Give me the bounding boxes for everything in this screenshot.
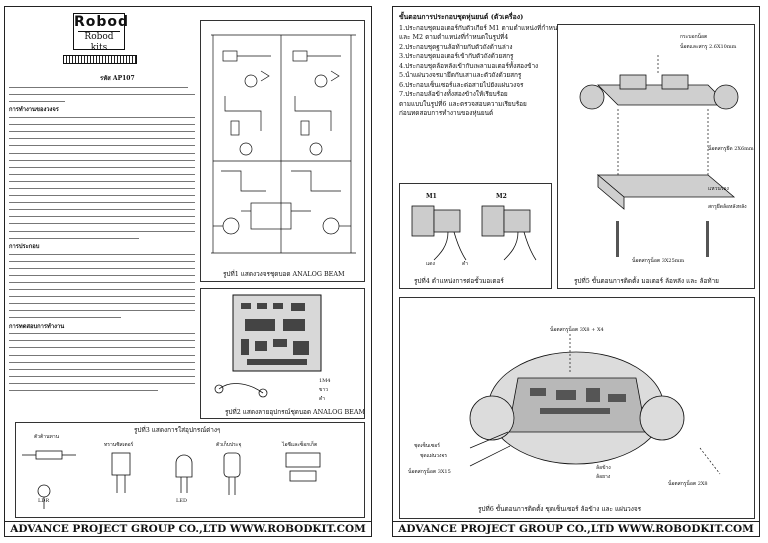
schematic-diagram <box>211 34 356 254</box>
label-side-wheel-sub: ล้อยาง <box>596 474 611 480</box>
heading-testing: การทดสอบการทำงาน <box>9 323 65 330</box>
label-ic-socket: ไอซีและซ็อกเก็ต <box>282 442 318 448</box>
motor-position-figure: M1 M2 แดง ดำ รูปที่4 ตำแหน่งการต่อขั้วมอ… <box>399 183 552 289</box>
label-resistor: ตัวต้านทาน <box>34 434 60 440</box>
sensor-mount-figure: น็อตสกรูน็อต 3X8 + X4 ชุดเซ็นเซอร์ ชุดแผ… <box>399 297 755 519</box>
label-sensor-screw-top: น็อตสกรูน็อต 3X8 + X4 <box>550 327 604 333</box>
wire-black-label: ดำ <box>462 261 469 267</box>
pcb-label-2: ขาว <box>319 387 329 393</box>
logo-line1: Robod <box>74 14 130 30</box>
step-item: 1.ประกอบชุดมอเตอร์กับตัวเกียร์ M1 ตามตำแ… <box>399 23 562 32</box>
pcb-label-3: ดำ <box>319 396 326 402</box>
label-screw-top: น็อตและสกรู 2.6X10mm <box>680 44 737 50</box>
motor-m1-label: M1 <box>426 193 437 200</box>
step-item: และ M2 ตามตำแหน่งที่กำหนดในรูปที่4 <box>399 33 509 41</box>
step-item: 4.ประกอบชุดล้อหลังเข้ากับเพลามอเตอร์ทั้ง… <box>399 61 539 70</box>
product-code: รหัส AP107 <box>100 75 135 82</box>
pcb-caption: รูปที่2 แสดงลายอุปกรณ์ชุดบอด ANALOG BEAM <box>225 408 365 416</box>
pcb-figure: 1M4 ขาว ดำ รูปที่2 แสดงลายอุปกรณ์ชุดบอด … <box>200 288 365 419</box>
assembly-steps: ขั้นตอนการประกอบชุดหุ่นยนต์ (ตัวเครื่อง)… <box>399 13 562 119</box>
motor-position-caption: รูปที่4 ตำแหน่งการต่อขั้วมอเตอร์ <box>414 277 504 285</box>
robod-logo: Robod Robod kits <box>73 13 130 53</box>
motor-mount-caption: รูปที่5 ขั้นตอนการติดตั้ง มอเตอร์ ล้อหลั… <box>574 277 719 285</box>
sensor-mount-caption: รูปที่6 ขั้นตอนการติดตั้ง ชุดเซ็นเซอร์ ล… <box>478 505 642 513</box>
heading-operation: การทำงานของวงจร <box>9 107 59 114</box>
pcb-label-1: 1M4 <box>319 378 331 384</box>
components-drawing <box>22 450 321 509</box>
product-title-bar <box>63 55 137 64</box>
schematic-figure: รูปที่1 แสดงวงจรชุดบอด ANALOG BEAM <box>200 20 365 282</box>
label-side-wheel: ล้อข้าง <box>596 465 611 471</box>
label-screw-right-2: น็อตสกรูน็อต 2X8 <box>668 481 708 487</box>
label-wheel-screw: สกรูยึดล้อหลังหลัง <box>708 204 747 210</box>
motor-mount-figure: กระบอกน็อต น็อตและสกรู 2.6X10mm น็อตสกรู… <box>557 24 755 289</box>
step-item: 5.นำแผ่นวงจรมายึดกับเสาและตัวถังด้วยสกรู <box>399 71 522 79</box>
label-washer: แหวนรอง <box>708 186 729 192</box>
right-page: ขั้นตอนการประกอบชุดหุ่นยนต์ (ตัวเครื่อง)… <box>392 6 760 537</box>
step-item: ตามแบบในรูปที่6 และตรวจสอบความเรียบร้อย <box>399 99 527 108</box>
steps-title: ขั้นตอนการประกอบชุดหุ่นยนต์ (ตัวเครื่อง) <box>399 13 524 21</box>
wire-red-label: แดง <box>426 261 435 267</box>
motor-m2-label: M2 <box>496 193 507 200</box>
label-led: LED <box>176 498 187 504</box>
step-item: ก่อนทดสอบการทำงานของหุ่นยนต์ <box>399 109 494 117</box>
step-item: 7.ประกอบล้อข้างทั้งสองข้างให้เรียบร้อย <box>399 90 508 98</box>
label-transistor: ทรานซิสเตอร์ <box>104 442 134 448</box>
logo-line2: Robod kits <box>78 31 120 54</box>
label-ldr: LDR <box>38 498 50 504</box>
left-footer: ADVANCE PROJECT GROUP CO.,LTD WWW.ROBODK… <box>5 521 371 536</box>
left-page: Robod Robod kits รหัส AP107 การทำงานของว… <box>4 6 372 537</box>
pcb-layout <box>214 294 322 398</box>
schematic-caption: รูปที่1 แสดงวงจรชุดบอด ANALOG BEAM <box>223 270 345 278</box>
step-item: 2.ประกอบชุดฐานล้อท้ายกับตัวถังด้านล่าง <box>399 42 513 51</box>
label-screw-mid: น็อตสกรูน็อต 3X15 <box>408 469 451 475</box>
right-footer: ADVANCE PROJECT GROUP CO.,LTD WWW.ROBODK… <box>393 521 759 536</box>
body-text-column: การทำงานของวงจร การประกอบ การทดสอบการทำง… <box>9 87 195 397</box>
motor-drawing <box>411 205 537 261</box>
label-screw-right: น็อตสกรูยึด 2X6mm <box>708 146 754 152</box>
step-item: 6.ประกอบเซ็นเซอร์และต่อสายไปยังแผ่นวงจร <box>399 80 524 89</box>
components-figure: รูปที่3 แสดงการใส่อุปกรณ์ต่างๆ ตัวต้านทา… <box>15 422 365 518</box>
heading-assembly: การประกอบ <box>9 243 40 250</box>
step-item: 3.ประกอบชุดมอเตอร์เข้ากับตัวถังด้วยสกรู <box>399 52 514 60</box>
label-screw-bottom: น็อตสกรูน็อต 3X25mm <box>632 258 685 264</box>
components-caption: รูปที่3 แสดงการใส่อุปกรณ์ต่างๆ <box>134 426 221 434</box>
chassis-exploded-drawing <box>579 55 739 257</box>
label-circuit-board: ชุดแผ่นวงจร <box>420 453 448 459</box>
robot-assembly-drawing <box>469 334 721 475</box>
label-standoff: กระบอกน็อต <box>680 34 708 40</box>
label-sensor-unit: ชุดเซ็นเซอร์ <box>414 443 440 449</box>
label-capacitor: ตัวเก็บประจุ <box>216 442 242 448</box>
